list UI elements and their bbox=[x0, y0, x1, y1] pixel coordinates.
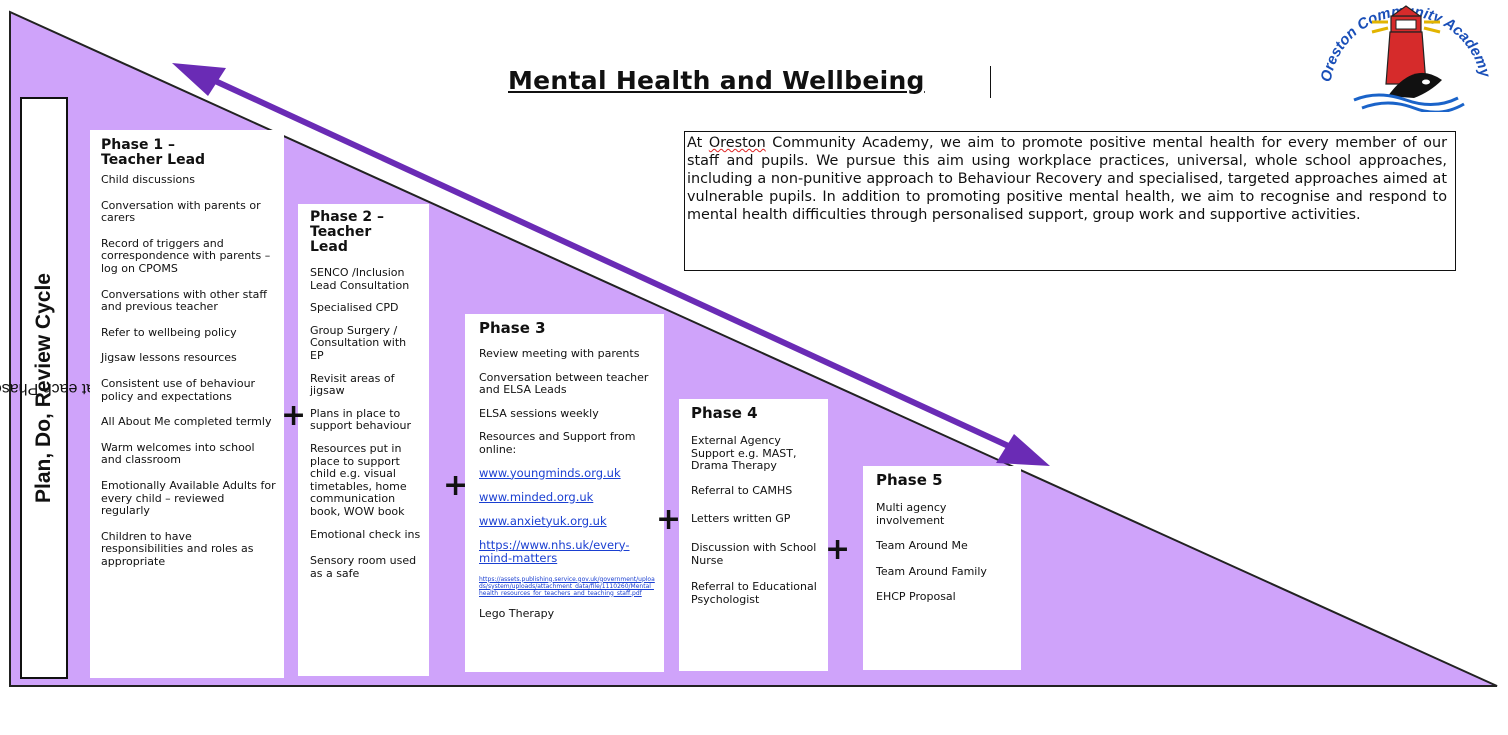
link-anxietyuk[interactable]: www.anxietyuk.org.uk bbox=[479, 513, 607, 528]
side-label-box: Plan, Do, Review Cycle at each Phase bbox=[0, 97, 96, 679]
list-item: Resources put in place to support child … bbox=[310, 441, 407, 518]
list-item: Referral to Educational Psychologist bbox=[691, 580, 817, 606]
page-title: Mental Health and Wellbeing bbox=[508, 66, 925, 95]
plus-sign: + bbox=[656, 502, 682, 537]
list-item: Revisit areas of jigsaw bbox=[310, 371, 395, 398]
waves-icon bbox=[1353, 93, 1465, 112]
list-item: External Agency Support e.g. MAST, Drama… bbox=[691, 434, 797, 473]
phase-4-card: Phase 4 External Agency Support e.g. MAS… bbox=[679, 399, 828, 671]
phase-5-card: Phase 5 Multi agency involvement Team Ar… bbox=[863, 466, 1021, 670]
list-item: Review meeting with parents bbox=[479, 347, 640, 360]
plus-sign: + bbox=[443, 468, 469, 503]
list-item: Emotionally Available Adults for every c… bbox=[101, 478, 276, 518]
list-item: Lego Therapy bbox=[479, 606, 555, 620]
list-item: Conversations with other staff and previ… bbox=[101, 287, 267, 314]
intro-paragraph: At Oreston Community Academy, we aim to … bbox=[684, 131, 1456, 271]
list-item: Emotional check ins bbox=[310, 527, 421, 541]
list-item: Group Surgery / Consultation with EP bbox=[310, 323, 407, 362]
spellcheck-underlined-word: Oreston bbox=[708, 135, 766, 151]
list-item: Letters written GP bbox=[691, 512, 791, 526]
link-nhs-every-mind-matters[interactable]: https://www.nhs.uk/every-mind-matters bbox=[479, 537, 630, 565]
list-item: Resources and Support from online: bbox=[479, 430, 636, 456]
list-item: Refer to wellbeing policy bbox=[101, 325, 237, 339]
side-label-text: Plan, Do, Review Cycle at each Phase bbox=[0, 273, 96, 503]
list-item: Discussion with School Nurse bbox=[691, 540, 817, 567]
list-item: ELSA sessions weekly bbox=[479, 406, 599, 420]
list-item: Conversation with parents or carers bbox=[101, 198, 261, 225]
list-item: Conversation between teacher and ELSA Le… bbox=[479, 370, 649, 397]
double-headed-arrow bbox=[172, 63, 1050, 466]
link-minded[interactable]: www.minded.org.uk bbox=[479, 489, 594, 504]
link-gov-resources-pdf[interactable]: https://assets.publishing.service.gov.uk… bbox=[479, 575, 655, 597]
list-item: Consistent use of behaviour policy and e… bbox=[101, 376, 256, 403]
plus-sign: + bbox=[825, 532, 851, 567]
phase-1-title: Phase 1 –Teacher Lead bbox=[101, 137, 206, 168]
phase-4-title: Phase 4 bbox=[691, 404, 758, 422]
list-item: Specialised CPD bbox=[310, 301, 399, 315]
list-item: Sensory room used as a safe bbox=[310, 554, 417, 580]
list-item: Warm welcomes into school and classroom bbox=[101, 440, 255, 467]
plus-sign: + bbox=[281, 398, 307, 433]
list-item: Jigsaw lessons resources bbox=[101, 351, 237, 365]
list-item: Multi agency involvement bbox=[876, 501, 947, 527]
list-item: All About Me completed termly bbox=[101, 415, 272, 429]
lighthouse-icon bbox=[1371, 5, 1441, 85]
phase-5-title: Phase 5 bbox=[876, 471, 943, 489]
list-item: Child discussions bbox=[101, 173, 195, 186]
phase-3-card: Phase 3 Review meeting with parents Conv… bbox=[465, 314, 664, 672]
school-logo: Oreston Community Academy bbox=[1318, 3, 1494, 112]
phase-1-card: Phase 1 –Teacher Lead Child discussions … bbox=[90, 130, 284, 678]
text-cursor bbox=[990, 66, 991, 98]
list-item: Plans in place to support behaviour bbox=[310, 406, 411, 433]
orca-icon bbox=[1388, 72, 1442, 98]
list-item: SENCO /Inclusion Lead Consultation bbox=[310, 266, 410, 292]
list-item: Team Around Family bbox=[876, 564, 987, 578]
list-item: Team Around Me bbox=[876, 539, 968, 553]
phase-3-title: Phase 3 bbox=[479, 319, 546, 337]
link-youngminds[interactable]: www.youngminds.org.uk bbox=[479, 465, 621, 480]
list-item: Record of triggers and correspondence wi… bbox=[101, 236, 271, 275]
list-item: EHCP Proposal bbox=[876, 590, 956, 604]
list-item: Children to have responsibilities and ro… bbox=[101, 529, 254, 568]
list-item: Referral to CAMHS bbox=[691, 483, 793, 497]
